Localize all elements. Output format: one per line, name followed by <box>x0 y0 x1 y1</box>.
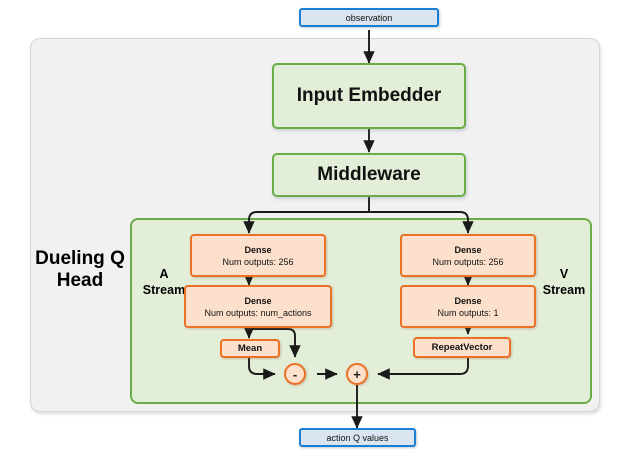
a-stream-dense-1-subtitle: Num outputs: 256 <box>222 256 294 267</box>
a-stream-dense-2: Dense Num outputs: num_actions <box>184 285 332 328</box>
v-stream-dense-1: Dense Num outputs: 256 <box>400 234 536 277</box>
mean-operation-box: Mean <box>220 339 280 358</box>
add-operator-glyph: + <box>353 366 361 382</box>
dueling-q-head-label-line2: Head <box>56 270 104 291</box>
v-stream-dense-2-title: Dense <box>454 295 482 306</box>
a-stream-dense-1: Dense Num outputs: 256 <box>190 234 326 277</box>
subtract-operator-glyph: - <box>292 366 298 382</box>
v-stream-dense-2: Dense Num outputs: 1 <box>400 285 536 328</box>
v-stream-dense-2-subtitle: Num outputs: 1 <box>437 307 499 318</box>
a-stream-label-line2: Stream <box>142 283 186 297</box>
v-stream-label-line1: V <box>559 267 569 281</box>
action-q-values-output-box: action Q values <box>299 428 416 447</box>
v-stream-label-line2: Stream <box>542 283 586 297</box>
a-stream-dense-1-title: Dense <box>244 244 272 255</box>
add-operator-icon: + <box>346 363 368 385</box>
a-stream-dense-2-subtitle: Num outputs: num_actions <box>204 307 312 318</box>
mean-label: Mean <box>237 343 263 354</box>
v-stream-dense-1-title: Dense <box>454 244 482 255</box>
dueling-q-head-label: Dueling Q Head <box>32 248 128 292</box>
a-stream-label: A Stream <box>138 266 190 298</box>
a-stream-label-line1: A <box>159 267 169 281</box>
repeat-vector-box: RepeatVector <box>413 337 511 358</box>
action-q-values-label: action Q values <box>326 432 389 443</box>
input-embedder-block: Input Embedder <box>272 63 466 129</box>
v-stream-dense-1-subtitle: Num outputs: 256 <box>432 256 504 267</box>
a-stream-dense-2-title: Dense <box>244 295 272 306</box>
middleware-label: Middleware <box>317 164 421 185</box>
v-stream-label: V Stream <box>538 266 590 298</box>
observation-input-box: observation <box>299 8 439 27</box>
repeat-vector-label: RepeatVector <box>431 342 493 353</box>
dueling-q-head-label-line1: Dueling Q <box>35 248 125 269</box>
input-embedder-label: Input Embedder <box>296 85 442 106</box>
subtract-operator-icon: - <box>284 363 306 385</box>
observation-label: observation <box>345 12 393 23</box>
middleware-block: Middleware <box>272 153 466 197</box>
